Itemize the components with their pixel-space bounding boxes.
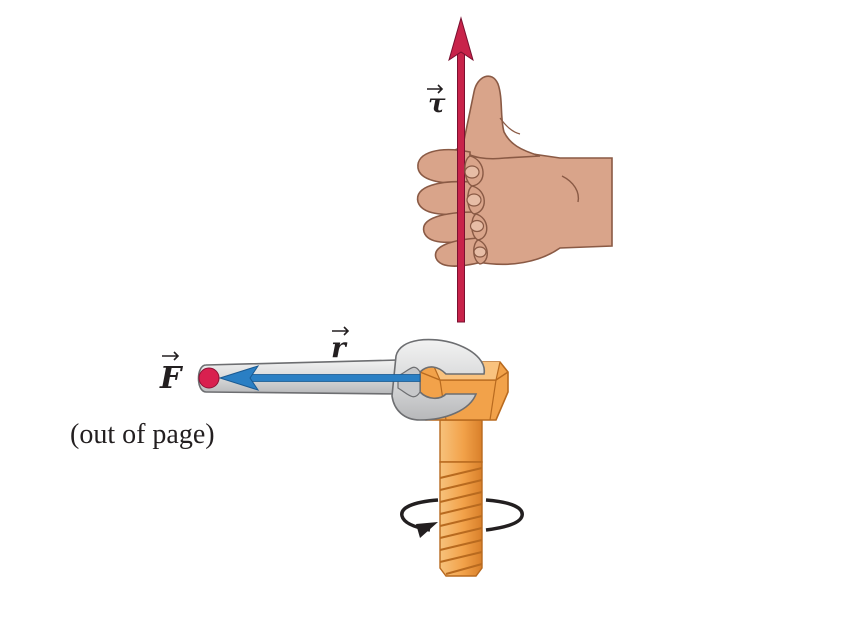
position-symbol: r — [331, 331, 348, 364]
force-dot — [198, 367, 220, 389]
force-direction-note: (out of page) — [70, 419, 215, 450]
hand-icon — [416, 75, 613, 267]
torque-vector — [448, 16, 474, 323]
curved-rotation-arrow-icon — [400, 498, 524, 538]
fingertips — [464, 155, 488, 265]
position-label: r — [331, 326, 350, 364]
torque-symbol: τ — [428, 89, 446, 119]
position-vector — [218, 365, 421, 391]
force-label: F — [159, 351, 184, 396]
force-symbol: F — [159, 361, 184, 396]
torque-label: τ — [427, 84, 446, 119]
